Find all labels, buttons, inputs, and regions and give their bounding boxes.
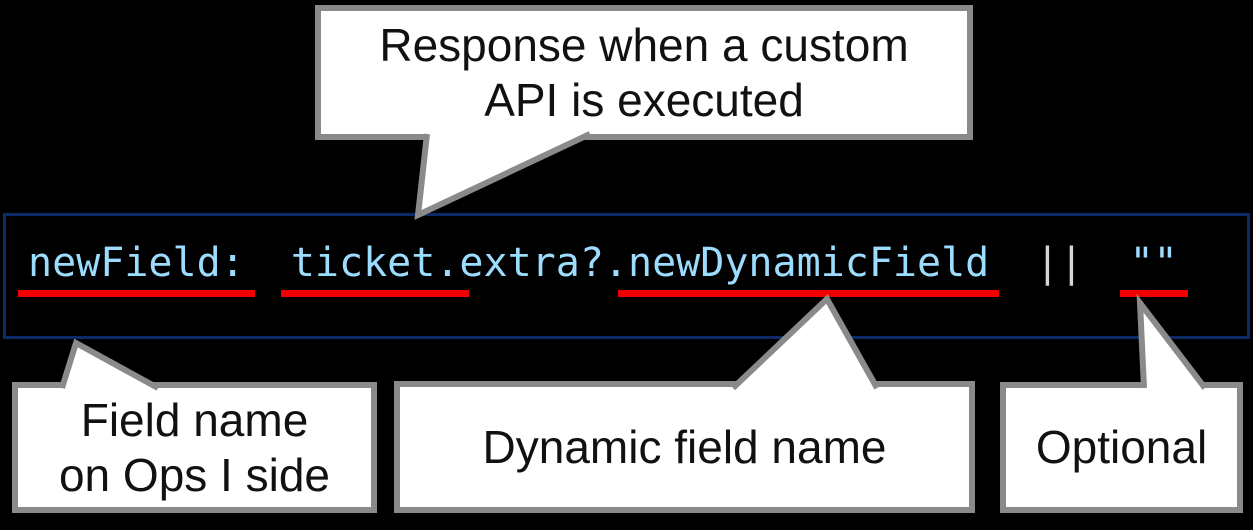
code-segment-4: newDynamicField	[618, 240, 1000, 297]
code-segment-3: extra?.	[459, 240, 628, 286]
callout-dynamic-field-name: Dynamic field name	[394, 381, 975, 513]
callout-response-annotation: Response when a custom API is executed	[315, 5, 973, 140]
callout-optional-line-1: Optional	[1035, 421, 1208, 473]
code-segment-5	[989, 240, 1035, 286]
callout-field-name-line-1: Field name	[80, 393, 309, 446]
code-segment-6: ||	[1035, 240, 1084, 286]
code-line: newField: ticket.extra?.newDynamicField …	[18, 236, 1188, 297]
code-segment-8: ""	[1119, 240, 1188, 297]
callout-field-name-line-2: on Ops I side	[58, 448, 331, 501]
tail-response-annotation	[414, 131, 592, 220]
code-segment-0: newField:	[18, 240, 255, 297]
callout-dynamic-field-name-line-1: Dynamic field name	[482, 420, 887, 473]
callout-response-line-1: Response when a custom	[379, 18, 909, 71]
callout-response-line-2: API is executed	[484, 73, 804, 126]
code-box	[3, 213, 1250, 339]
callout-optional: Optional	[1000, 382, 1243, 513]
code-segment-2: ticket.	[280, 240, 470, 297]
callout-field-name: Field name on Ops I side	[12, 382, 377, 513]
